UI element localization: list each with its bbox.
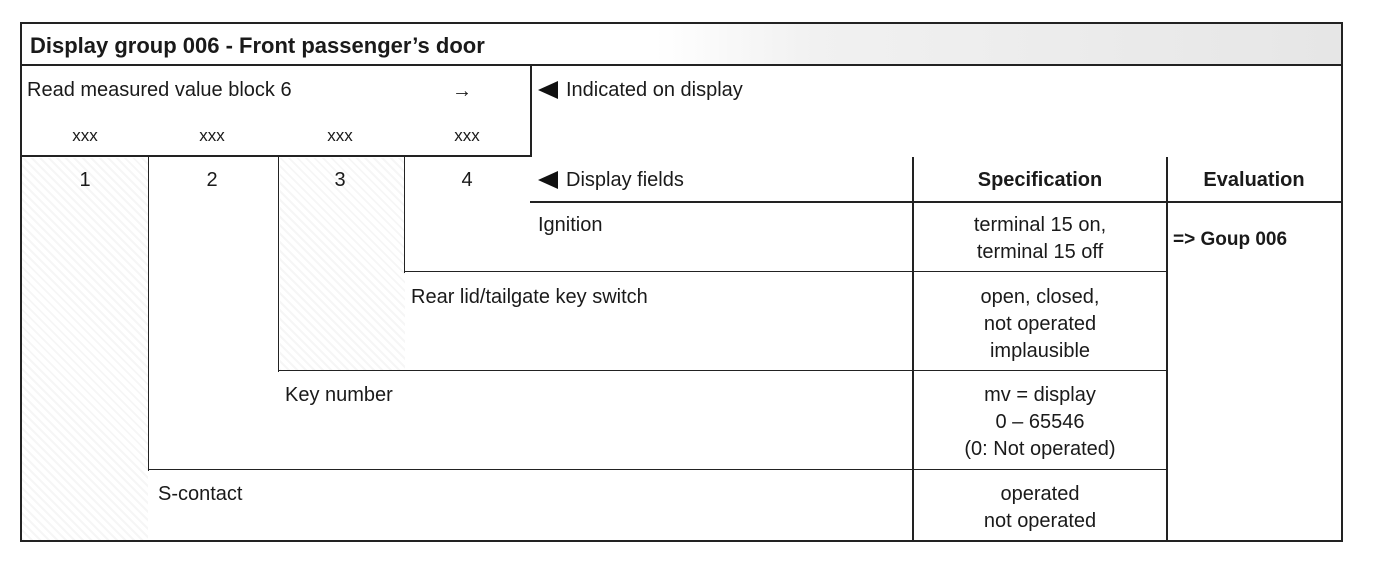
- field-label-s-contact: S-contact: [158, 483, 243, 505]
- title-bar: Display group 006 - Front passenger’s do…: [22, 24, 1341, 66]
- placeholder-1: xxx: [72, 126, 98, 145]
- field-1-shading: [22, 158, 148, 540]
- header-divider-vertical: [530, 66, 532, 157]
- tree-line-field-3: [404, 155, 405, 273]
- field-number-4: 4: [461, 169, 473, 191]
- spec-s-contact: operated not operated: [983, 483, 1097, 532]
- header-divider-left: [22, 155, 532, 157]
- spec-ignition: terminal 15 on, terminal 15 off: [973, 214, 1107, 263]
- field-number-1: 1: [79, 169, 91, 191]
- spec-rear-lid-key-switch: open, closed, not operated implausible: [980, 286, 1100, 362]
- row-divider-ignition: [404, 271, 1168, 272]
- field-label-rear-lid-key-switch: Rear lid/tailgate key switch: [411, 286, 648, 308]
- display-fields-label: Display fields: [538, 168, 684, 192]
- field-3-shading: [280, 158, 405, 371]
- display-group-table: [20, 22, 1343, 542]
- tree-line-field-1: [148, 155, 149, 471]
- field-label-ignition: Ignition: [538, 214, 603, 236]
- placeholder-3: xxx: [327, 126, 353, 145]
- evaluation-column-border: [1166, 157, 1168, 540]
- evaluation-group-reference: => Goup 006: [1173, 229, 1288, 250]
- left-pointer-triangle-icon: [538, 171, 558, 189]
- left-pointer-triangle-icon: [538, 81, 558, 99]
- specification-column-border: [912, 157, 914, 540]
- arrow-right-icon: →: [452, 80, 472, 102]
- field-number-3: 3: [334, 169, 346, 191]
- tree-line-field-2: [278, 155, 279, 372]
- fields-header-divider: [530, 201, 1341, 203]
- evaluation-header: Evaluation: [1203, 169, 1305, 191]
- indicated-on-display-label: Indicated on display: [538, 78, 743, 102]
- row-divider-rear-lid: [278, 370, 1168, 371]
- field-label-key-number: Key number: [285, 384, 393, 406]
- row-divider-key-number: [148, 469, 1168, 470]
- placeholder-2: xxx: [199, 126, 225, 145]
- field-number-2: 2: [206, 169, 218, 191]
- table-title: Display group 006 - Front passenger’s do…: [30, 33, 485, 58]
- spec-key-number: mv = display 0 – 65546 (0: Not operated): [964, 384, 1116, 460]
- specification-header: Specification: [977, 169, 1103, 191]
- read-measured-value-label: Read measured value block 6: [27, 79, 292, 101]
- placeholder-4: xxx: [454, 126, 480, 145]
